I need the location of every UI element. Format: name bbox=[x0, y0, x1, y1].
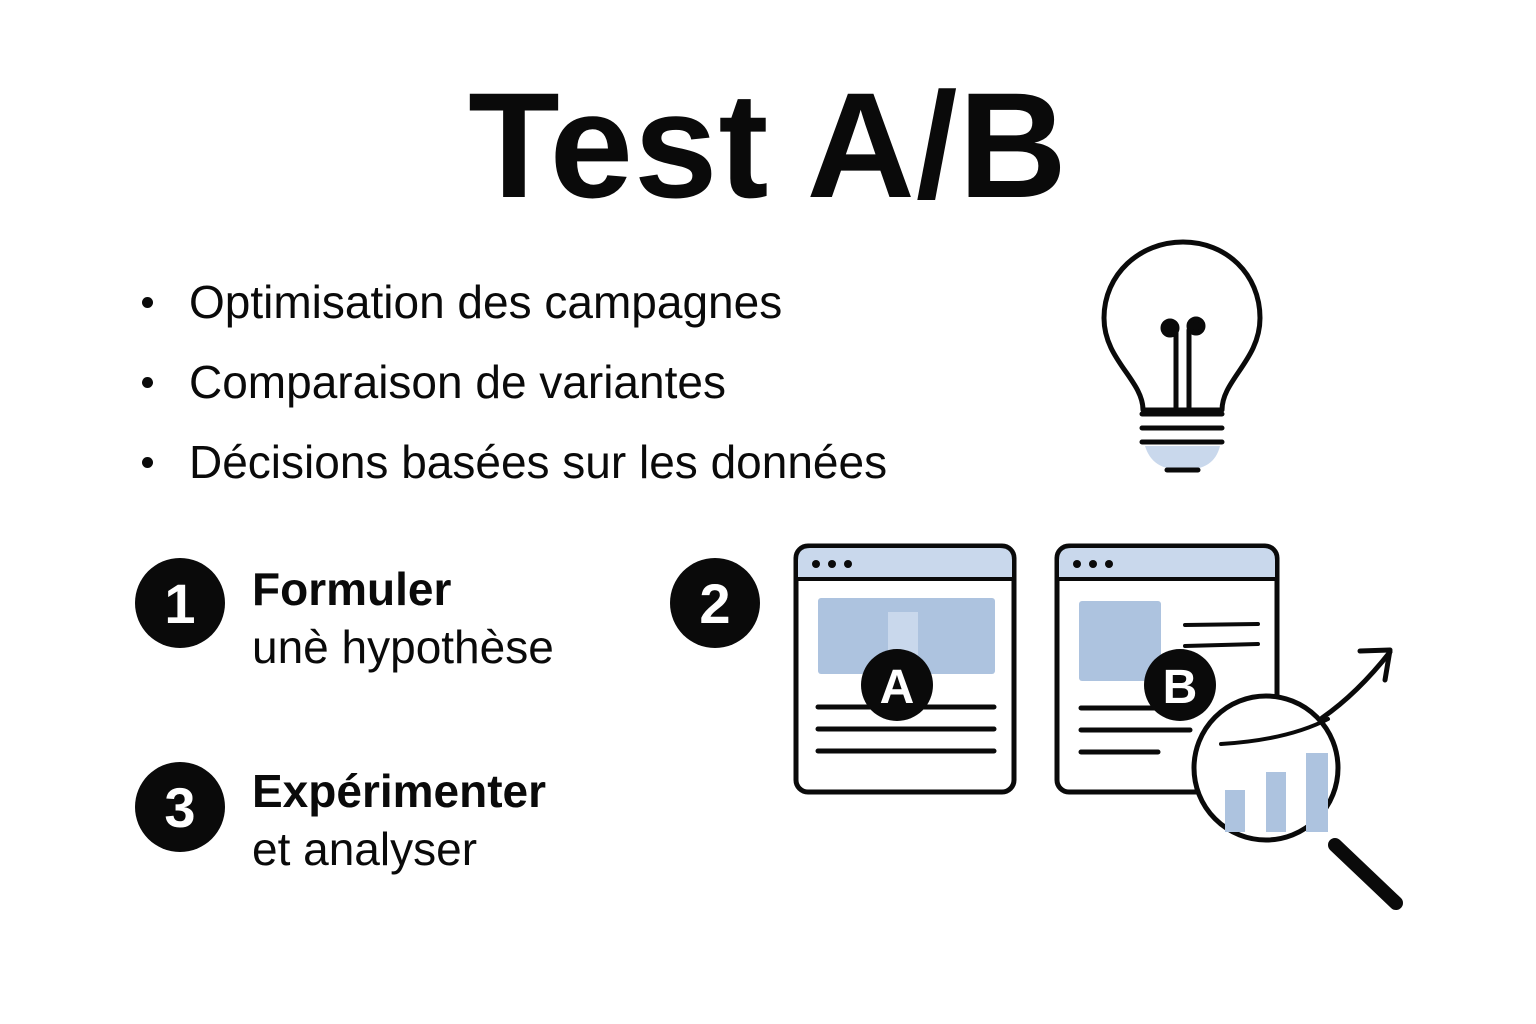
bullet-text: Optimisation des campagnes bbox=[189, 276, 783, 328]
bar-chart-icon bbox=[1225, 753, 1328, 832]
step-1-text: Formuler unè hypothèse bbox=[252, 560, 554, 676]
page-title: Test A/B bbox=[468, 61, 1068, 229]
step-3-subtitle: et analyser bbox=[252, 823, 478, 875]
step-3-title: Expérimenter bbox=[252, 765, 547, 817]
bullet-item: Comparaison de variantes bbox=[132, 342, 887, 422]
bullet-dot bbox=[142, 296, 153, 308]
variant-a-label: A bbox=[880, 661, 915, 714]
step-1-title: Formuler bbox=[252, 563, 452, 615]
bullet-item: Décisions basées sur les données bbox=[132, 422, 887, 502]
magnifier-icon bbox=[1191, 693, 1403, 910]
bullet-dot bbox=[142, 456, 153, 468]
step-2-badge: 2 bbox=[670, 558, 760, 648]
step-1-subtitle: unè hypothèse bbox=[252, 621, 554, 673]
step-1-badge: 1 bbox=[135, 558, 225, 648]
bullet-text: Décisions basées sur les données bbox=[189, 436, 888, 488]
variant-b-label: B bbox=[1163, 661, 1198, 714]
bullet-dot bbox=[142, 376, 153, 388]
bullet-text: Comparaison de variantes bbox=[189, 356, 726, 408]
bullet-item: Optimisation des campagnes bbox=[132, 262, 887, 342]
browser-window-a: A bbox=[793, 543, 1017, 795]
step-3-badge: 3 bbox=[135, 762, 225, 852]
step-3-text: Expérimenter et analyser bbox=[252, 762, 546, 878]
trend-arrow-icon bbox=[1319, 647, 1393, 721]
bullet-list: Optimisation des campagnes Comparaison d… bbox=[132, 262, 887, 502]
lightbulb-icon bbox=[1101, 239, 1263, 473]
